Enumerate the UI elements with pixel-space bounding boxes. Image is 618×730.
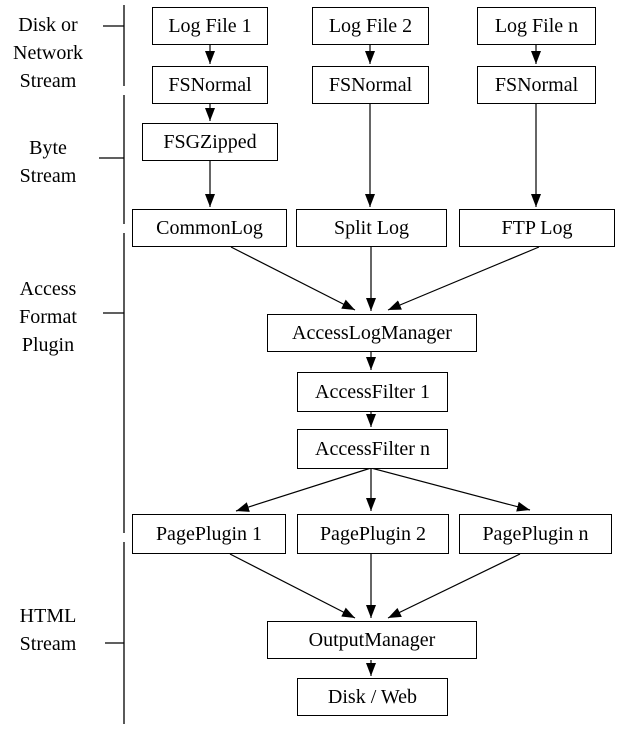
node-label: FSGZipped <box>163 131 257 153</box>
node-pageplugin-1: PagePlugin 1 <box>132 514 286 554</box>
node-disk-web: Disk / Web <box>297 678 448 716</box>
section-label-disk-or-network-stream: Disk or Network Stream <box>0 11 96 95</box>
node-log-file-1: Log File 1 <box>152 7 268 45</box>
node-label: Log File n <box>494 15 579 37</box>
node-label: Disk / Web <box>327 686 418 708</box>
node-accesslogmanager: AccessLogManager <box>267 314 477 352</box>
node-label: Log File 2 <box>328 15 413 37</box>
node-label: PagePlugin 2 <box>319 523 427 545</box>
section-label-line: Stream <box>19 165 77 187</box>
node-label: AccessFilter 1 <box>315 381 430 403</box>
node-log-file-n: Log File n <box>477 7 596 45</box>
node-label: FSNormal <box>328 74 413 96</box>
node-label: PagePlugin 1 <box>155 523 263 545</box>
section-label-html-stream: HTML Stream <box>0 602 96 658</box>
section-label-line: Access <box>19 278 77 300</box>
node-label: PagePlugin n <box>482 523 589 545</box>
node-label: FTP Log <box>501 217 573 239</box>
node-fsnormal-1: FSNormal <box>152 66 268 104</box>
node-label: FSNormal <box>494 74 579 96</box>
node-ftp-log: FTP Log <box>459 209 615 247</box>
node-outputmanager: OutputManager <box>267 621 477 659</box>
node-fsgzipped: FSGZipped <box>142 123 278 161</box>
node-label: AccessFilter n <box>315 438 430 460</box>
node-label: CommonLog <box>156 217 263 239</box>
section-label-byte-stream: Byte Stream <box>0 134 96 190</box>
section-label-line: Disk or <box>18 14 78 36</box>
node-label: OutputManager <box>308 629 436 651</box>
node-fsnormal-2: FSNormal <box>312 66 429 104</box>
section-rail <box>99 5 125 724</box>
section-label-line: HTML <box>19 605 77 627</box>
node-label: AccessLogManager <box>292 322 452 344</box>
node-split-log: Split Log <box>296 209 447 247</box>
section-label-line: Network <box>13 42 83 64</box>
node-label: Split Log <box>333 217 409 239</box>
node-accessfilter-1: AccessFilter 1 <box>297 372 448 412</box>
section-label-access-format-plugin: Access Format Plugin <box>0 275 96 359</box>
node-pageplugin-2: PagePlugin 2 <box>297 514 449 554</box>
node-label: FSNormal <box>168 74 252 96</box>
node-pageplugin-n: PagePlugin n <box>459 514 612 554</box>
section-label-line: Stream <box>19 633 77 655</box>
node-log-file-2: Log File 2 <box>312 7 429 45</box>
node-fsnormal-3: FSNormal <box>477 66 596 104</box>
section-label-line: Plugin <box>21 334 75 356</box>
node-label: Log File 1 <box>168 15 252 37</box>
section-label-line: Stream <box>19 70 77 92</box>
node-commonlog: CommonLog <box>132 209 287 247</box>
section-label-line: Format <box>19 306 77 328</box>
node-accessfilter-n: AccessFilter n <box>297 429 448 469</box>
flow-arrows <box>205 45 541 676</box>
section-label-line: Byte <box>29 137 67 159</box>
